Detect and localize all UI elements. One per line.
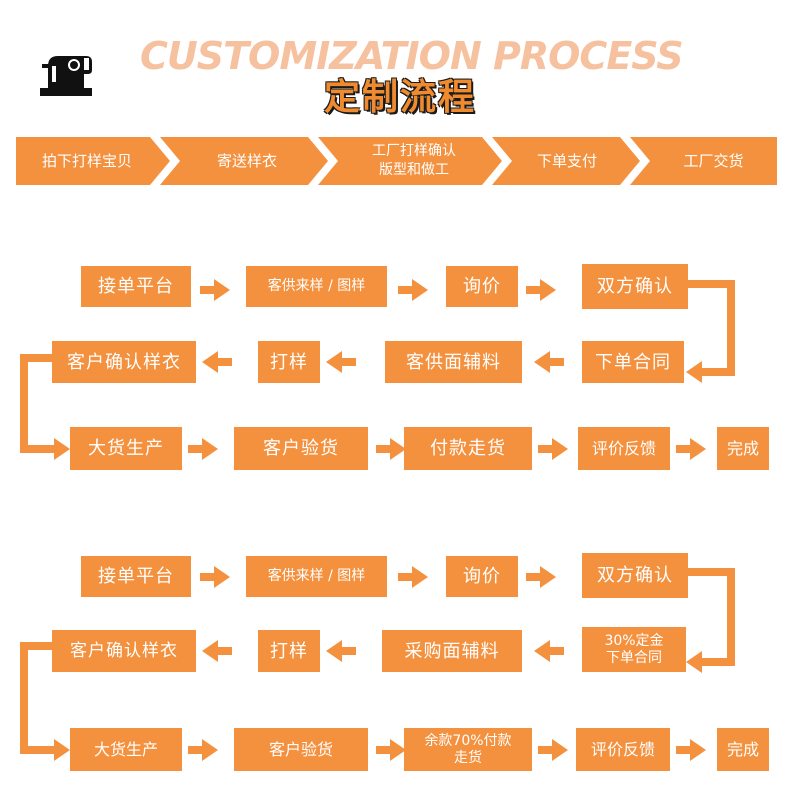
step-3: 工厂打样确认 版型和做工 bbox=[372, 143, 456, 178]
title-english: CUSTOMIZATION PROCESS bbox=[140, 34, 684, 78]
flow2-customer-sample: 客供来样 / 图样 bbox=[246, 556, 387, 597]
title-chinese: 定制流程 bbox=[323, 77, 476, 118]
flow1-order-platform: 接单平台 bbox=[81, 266, 191, 307]
flow2-sampling: 打样 bbox=[258, 630, 320, 672]
flow2-deposit-contract: 30%定金 下单合同 bbox=[582, 627, 686, 672]
flow1-customer-materials: 客供面辅料 bbox=[385, 341, 522, 383]
flow2-review-feedback: 评价反馈 bbox=[576, 728, 670, 771]
flow1-payment-shipping: 付款走货 bbox=[404, 427, 532, 470]
flow2-complete: 完成 bbox=[717, 728, 769, 771]
flow1-customer-confirm-sample: 客户确认样衣 bbox=[52, 341, 196, 383]
flow2-mass-production: 大货生产 bbox=[70, 728, 182, 771]
step-4: 下单支付 bbox=[536, 151, 597, 170]
step-2: 寄送样衣 bbox=[216, 151, 277, 170]
flow2-purchase-materials: 采购面辅料 bbox=[382, 630, 522, 672]
flow1-review-feedback: 评价反馈 bbox=[578, 427, 670, 470]
flow2-inquiry: 询价 bbox=[446, 556, 518, 597]
flow2-customer-inspection: 客户验货 bbox=[234, 728, 368, 771]
flow2-customer-confirm-sample: 客户确认样衣 bbox=[52, 630, 196, 672]
sewing-machine-icon bbox=[40, 56, 92, 96]
flow2-order-platform: 接单平台 bbox=[81, 556, 191, 597]
step-5: 工厂交货 bbox=[683, 151, 744, 170]
flow2-balance-payment-shipping: 余款70%付款 走货 bbox=[404, 728, 532, 771]
step-1: 拍下打样宝贝 bbox=[41, 151, 132, 170]
flow1-sampling: 打样 bbox=[258, 341, 320, 383]
flow1-customer-sample: 客供来样 / 图样 bbox=[246, 266, 387, 307]
flow1-inquiry: 询价 bbox=[446, 266, 518, 307]
flow1-order-contract: 下单合同 bbox=[582, 341, 684, 383]
flow1-customer-inspection: 客户验货 bbox=[234, 427, 368, 470]
flow1-mutual-confirm: 双方确认 bbox=[582, 264, 688, 309]
flow1-mass-production: 大货生产 bbox=[70, 427, 182, 470]
flow2-mutual-confirm: 双方确认 bbox=[582, 553, 688, 598]
flow1-complete: 完成 bbox=[717, 427, 769, 470]
